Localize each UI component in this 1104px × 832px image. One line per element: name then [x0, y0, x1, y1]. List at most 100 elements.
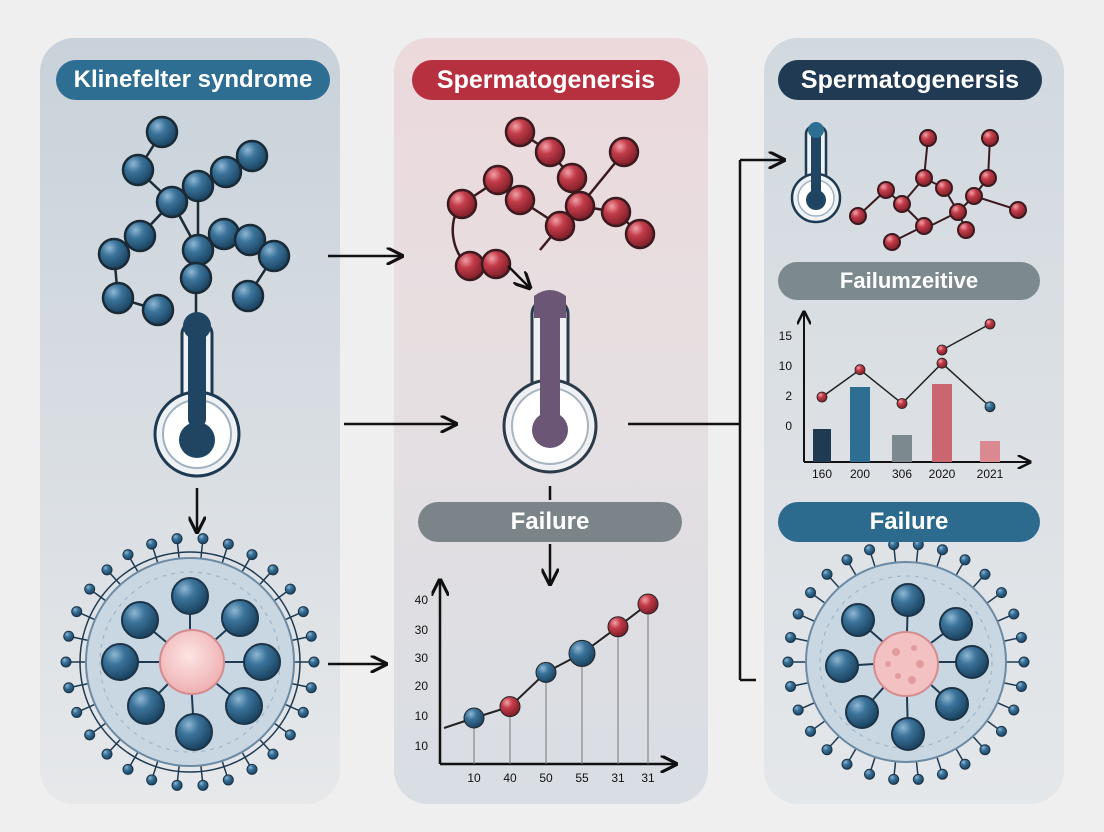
middle-line-chart: 10 10 20 30 30 40 10 40 50 55 31 31: [415, 580, 676, 785]
cell-spike-knob: [805, 725, 817, 737]
chart2-point: [984, 401, 996, 413]
small-red-molecule: [849, 129, 1027, 251]
cell-spike-knob: [284, 583, 296, 595]
purple-tube-icon: [502, 290, 598, 474]
cell-spike-knob: [71, 706, 83, 718]
cell-spike-knob: [782, 656, 794, 668]
chart2-bar: [892, 435, 912, 462]
chart2-bar: [932, 384, 952, 462]
arrow-red-to-tube: [507, 265, 530, 288]
label-failure-right: Failure: [778, 502, 1040, 542]
title-spermatogenesis-right: Spermatogenersis: [778, 60, 1042, 100]
cell-spike-knob: [297, 706, 309, 718]
cell-spike-knob: [71, 606, 83, 618]
cell-spike-knob: [864, 768, 876, 780]
cell-spike-knob: [63, 630, 75, 642]
cell-spike-knob: [305, 630, 317, 642]
cell-spike-knob: [995, 725, 1007, 737]
chart2-x-tick-label: 200: [850, 467, 870, 481]
cell-spike-knob: [122, 549, 134, 561]
cell-spike-knob: [171, 533, 183, 545]
cell-spike-knob: [84, 729, 96, 741]
cell-spike-knob: [246, 763, 258, 775]
chart2-point: [816, 391, 828, 403]
cell-spike-knob: [284, 729, 296, 741]
cell-spike-knob: [959, 554, 971, 566]
chart2-x-tick-label: 306: [892, 467, 912, 481]
small-blue-tube-icon: [790, 122, 842, 224]
cell-spike-knob: [63, 682, 75, 694]
label-failumzeitive: Failumzeitive: [778, 262, 1040, 300]
chart2-x-tick-label: 2020: [929, 467, 956, 481]
chart2-y-tick-label: 15: [779, 329, 793, 343]
chart1-point: [535, 661, 557, 683]
cell-spike-knob: [1015, 681, 1027, 693]
cell-spike-knob: [297, 606, 309, 618]
blue-molecule: [97, 115, 291, 327]
cell-spike-knob: [197, 533, 209, 545]
chart2-y-tick-label: 10: [779, 359, 793, 373]
chart1-y-tick-label: 10: [415, 709, 429, 723]
cell-spike-knob: [1008, 608, 1020, 620]
chart2-x-tick-label: 160: [812, 467, 832, 481]
chart1-y-tick-label: 10: [415, 739, 429, 753]
chart1-x-tick-label: 55: [575, 771, 589, 785]
cell-spike-knob: [267, 564, 279, 576]
cell-spike-knob: [171, 779, 183, 791]
cell-spike-knob: [959, 758, 971, 770]
chart2-series-line-2: [941, 323, 991, 351]
cell-spike-knob: [1015, 631, 1027, 643]
chart1-x-tick-label: 10: [467, 771, 481, 785]
chart1-point: [607, 616, 629, 638]
chart2-bar: [813, 429, 831, 462]
cell-spike-knob: [805, 587, 817, 599]
cell-spike-knob: [308, 656, 320, 668]
cell-spike-knob: [60, 656, 72, 668]
cell-spike-knob: [841, 554, 853, 566]
cell-spike-knob: [888, 773, 900, 785]
cell-spike-knob: [267, 748, 279, 760]
chart1-x-tick-label: 31: [641, 771, 655, 785]
chart2-point: [984, 318, 996, 330]
chart1-point: [463, 707, 485, 729]
cell-spike-knob: [246, 549, 258, 561]
chart1-y-tick-label: 30: [415, 651, 429, 665]
right-cell: [782, 539, 1030, 785]
cell-spike-knob: [146, 774, 158, 786]
cell-spike-knob: [785, 631, 797, 643]
cell-spike-knob: [1018, 656, 1030, 668]
red-molecule: [446, 116, 656, 282]
cell-spike-knob: [936, 768, 948, 780]
chart1-x-tick-label: 40: [503, 771, 517, 785]
cell-spike-knob: [792, 608, 804, 620]
chart2-bar: [980, 441, 1000, 462]
bracket-connector: [628, 160, 784, 682]
chart1-y-tick-label: 20: [415, 679, 429, 693]
cell-spike-knob: [821, 744, 833, 756]
cell-spike-knob: [122, 763, 134, 775]
chart1-point: [637, 593, 659, 615]
cell-spike-knob: [197, 779, 209, 791]
chart1-x-tick-label: 31: [611, 771, 625, 785]
cell-spike-knob: [979, 744, 991, 756]
cell-spike-knob: [101, 748, 113, 760]
cell-spike-knob: [864, 544, 876, 556]
cell-spike-knob: [995, 587, 1007, 599]
chart2-point: [936, 344, 948, 356]
chart1-x-tick-label: 50: [539, 771, 553, 785]
cell-spike-knob: [785, 681, 797, 693]
cell-spike-knob: [84, 583, 96, 595]
chart1-y-tick-label: 30: [415, 623, 429, 637]
cell-spike-knob: [222, 538, 234, 550]
left-cell: [60, 533, 320, 791]
cell-spike-knob: [146, 538, 158, 550]
cell-spike-knob: [101, 564, 113, 576]
cell-spike-knob: [821, 568, 833, 580]
title-spermatogenesis-middle: Spermatogenersis: [412, 60, 680, 100]
chart1-y-tick-label: 40: [415, 593, 429, 607]
chart2-bar: [850, 387, 870, 462]
cell-spike-knob: [936, 544, 948, 556]
label-failure-middle: Failure: [418, 502, 682, 542]
